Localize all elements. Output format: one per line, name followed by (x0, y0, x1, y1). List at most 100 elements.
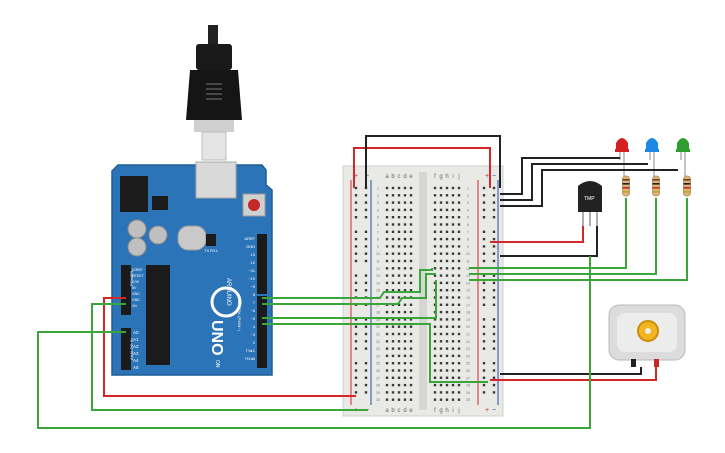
breadboard-hole[interactable] (391, 230, 395, 233)
breadboard-hole[interactable] (445, 230, 449, 233)
breadboard-hole[interactable] (439, 362, 443, 365)
breadboard-hole[interactable] (439, 296, 443, 299)
rail-hole[interactable] (364, 259, 368, 263)
breadboard-hole[interactable] (403, 194, 407, 197)
rail-hole[interactable] (492, 252, 496, 255)
rail-hole[interactable] (482, 274, 486, 277)
breadboard-hole[interactable] (385, 391, 389, 394)
resistor[interactable] (652, 175, 660, 197)
breadboard-hole[interactable] (385, 201, 389, 204)
breadboard-hole[interactable] (385, 259, 389, 263)
breadboard-hole[interactable] (397, 281, 401, 285)
breadboard-hole[interactable] (451, 354, 455, 358)
breadboard-hole[interactable] (439, 230, 443, 233)
breadboard-hole[interactable] (385, 383, 389, 387)
breadboard-hole[interactable] (403, 369, 407, 372)
breadboard-hole[interactable] (403, 289, 407, 292)
breadboard-hole[interactable] (409, 340, 413, 343)
breadboard-hole[interactable] (451, 186, 455, 190)
breadboard-hole[interactable] (451, 230, 455, 233)
breadboard-hole[interactable] (397, 362, 401, 365)
breadboard-hole[interactable] (385, 245, 389, 248)
breadboard-hole[interactable] (445, 391, 449, 394)
breadboard-hole[interactable] (391, 237, 395, 241)
breadboard-hole[interactable] (445, 259, 449, 263)
rail-hole[interactable] (492, 383, 496, 387)
dc-motor[interactable] (608, 304, 686, 367)
rail-hole[interactable] (354, 369, 358, 372)
breadboard-hole[interactable] (433, 391, 437, 394)
breadboard-hole[interactable] (445, 274, 449, 277)
breadboard-hole[interactable] (397, 252, 401, 255)
breadboard-hole[interactable] (451, 274, 455, 277)
breadboard-hole[interactable] (391, 376, 395, 379)
breadboard-hole[interactable] (433, 332, 437, 336)
breadboard-hole[interactable] (439, 267, 443, 270)
breadboard-hole[interactable] (409, 201, 413, 204)
breadboard-hole[interactable] (391, 267, 395, 270)
breadboard-hole[interactable] (445, 194, 449, 197)
breadboard-hole[interactable] (433, 347, 437, 350)
breadboard-hole[interactable] (439, 274, 443, 277)
breadboard-hole[interactable] (397, 267, 401, 270)
breadboard-hole[interactable] (457, 347, 461, 350)
breadboard-hole[interactable] (403, 376, 407, 379)
breadboard-hole[interactable] (457, 208, 461, 212)
rail-hole[interactable] (482, 347, 486, 350)
breadboard-hole[interactable] (433, 354, 437, 358)
breadboard-hole[interactable] (403, 303, 407, 306)
breadboard-hole[interactable] (445, 216, 449, 219)
breadboard-hole[interactable] (445, 296, 449, 299)
rail-hole[interactable] (492, 208, 496, 212)
breadboard-hole[interactable] (445, 362, 449, 365)
breadboard-hole[interactable] (391, 274, 395, 277)
breadboard-hole[interactable] (403, 259, 407, 263)
rail-hole[interactable] (482, 332, 486, 336)
rail-hole[interactable] (354, 281, 358, 285)
breadboard-hole[interactable] (457, 354, 461, 358)
breadboard-hole[interactable] (445, 347, 449, 350)
resistor[interactable] (683, 175, 691, 197)
breadboard-hole[interactable] (457, 325, 461, 328)
breadboard-hole[interactable] (397, 245, 401, 248)
breadboard-hole[interactable] (457, 230, 461, 233)
breadboard-hole[interactable] (433, 259, 437, 263)
breadboard-hole[interactable] (397, 347, 401, 350)
breadboard-hole[interactable] (409, 398, 413, 401)
breadboard-hole[interactable] (409, 376, 413, 379)
breadboard-hole[interactable] (385, 223, 389, 226)
breadboard-hole[interactable] (409, 216, 413, 219)
breadboard-hole[interactable] (439, 391, 443, 394)
breadboard-hole[interactable] (457, 340, 461, 343)
breadboard-hole[interactable] (433, 208, 437, 212)
rail-hole[interactable] (482, 208, 486, 212)
rail-hole[interactable] (492, 186, 496, 190)
breadboard-hole[interactable] (397, 340, 401, 343)
breadboard-hole[interactable] (391, 208, 395, 212)
blue-led[interactable] (645, 138, 659, 176)
breadboard-hole[interactable] (445, 237, 449, 241)
rail-hole[interactable] (482, 391, 486, 394)
breadboard-hole[interactable] (457, 194, 461, 197)
breadboard-hole[interactable] (385, 369, 389, 372)
breadboard-hole[interactable] (403, 391, 407, 394)
breadboard-hole[interactable] (445, 303, 449, 306)
breadboard-hole[interactable] (457, 369, 461, 372)
rail-hole[interactable] (482, 216, 486, 219)
breadboard-hole[interactable] (451, 398, 455, 401)
rail-hole[interactable] (482, 383, 486, 387)
rail-hole[interactable] (492, 245, 496, 248)
rail-hole[interactable] (492, 274, 496, 277)
breadboard-hole[interactable] (403, 398, 407, 401)
breadboard-hole[interactable] (385, 237, 389, 241)
breadboard-hole[interactable] (391, 332, 395, 336)
rail-hole[interactable] (492, 289, 496, 292)
breadboard-hole[interactable] (397, 223, 401, 226)
breadboard-hole[interactable] (433, 340, 437, 343)
rail-hole[interactable] (354, 208, 358, 212)
breadboard-hole[interactable] (439, 216, 443, 219)
breadboard-hole[interactable] (385, 281, 389, 285)
breadboard-hole[interactable] (457, 289, 461, 292)
breadboard-hole[interactable] (457, 216, 461, 219)
breadboard-hole[interactable] (451, 310, 455, 314)
